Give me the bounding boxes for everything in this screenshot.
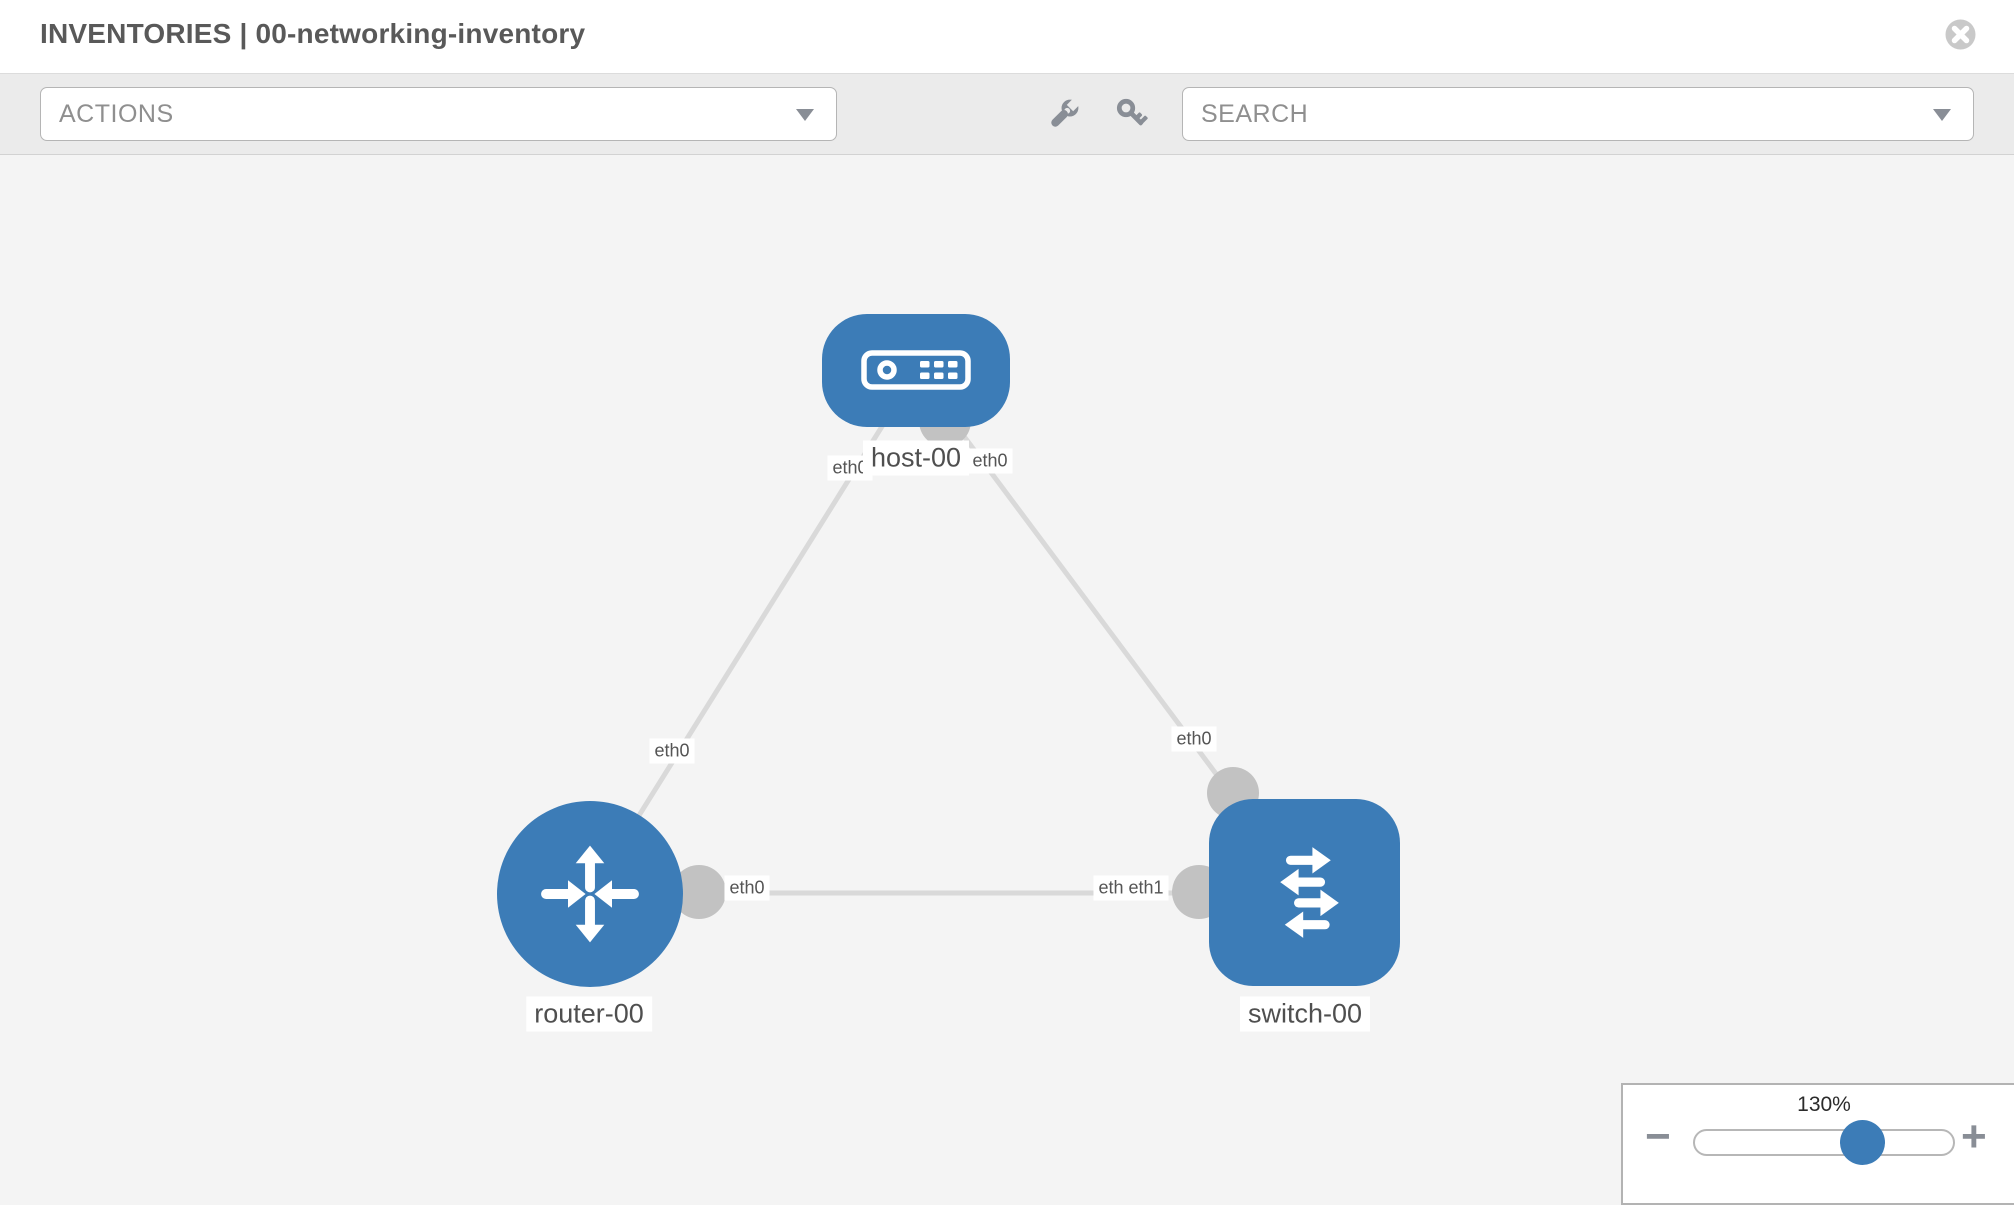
page-title: INVENTORIES | 00-networking-inventory [40,18,586,49]
zoom-slider-track[interactable] [1693,1129,1955,1156]
zoom-slider-thumb[interactable] [1840,1120,1885,1165]
interface-label: eth0 [649,738,695,764]
close-icon [1945,19,1976,50]
interface-label: eth1 [1123,875,1169,901]
zoom-in-button[interactable]: + [1961,1112,1987,1161]
caret-down-icon [1933,109,1951,121]
host-icon [861,350,971,390]
router-icon [541,845,639,943]
topology-svg [497,314,1400,987]
close-panel-button[interactable] [1945,19,1976,50]
key-icon [1116,98,1148,126]
node-switch[interactable] [1209,799,1400,986]
zoom-control-panel: 130% − + [1621,1083,2014,1205]
actions-dropdown[interactable]: ACTIONS [40,87,837,141]
search-dropdown-label: SEARCH [1201,99,1309,128]
node-host[interactable] [822,314,1010,427]
topology-canvas[interactable]: eth0 eth0 eth0 eth0 eth0 eth0 eth1 host-… [0,155,2014,1200]
node-label-router: router-00 [526,996,652,1032]
actions-dropdown-label: ACTIONS [59,99,174,128]
interface-label: eth0 [967,448,1013,474]
switch-icon [1280,847,1339,938]
wrench-icon [1051,97,1081,127]
zoom-out-button[interactable]: − [1645,1112,1671,1161]
interface-label: eth0 [1171,726,1217,752]
node-label-host: host-00 [862,440,970,476]
tools-key-button[interactable] [1114,96,1150,132]
interface-label: eth0 [724,875,770,901]
zoom-percentage: 130% [1797,1093,1851,1116]
node-router[interactable] [497,801,683,987]
toolbar: ACTIONS SEARCH [0,74,2014,155]
node-label-switch: switch-00 [1239,996,1371,1032]
breadcrumb-header: INVENTORIES | 00-networking-inventory [0,0,2014,74]
caret-down-icon [796,109,814,121]
interface-label: eth0 [827,455,873,481]
port-router-right [672,865,726,919]
search-dropdown[interactable]: SEARCH [1182,87,1974,141]
tools-wrench-button[interactable] [1046,96,1082,132]
